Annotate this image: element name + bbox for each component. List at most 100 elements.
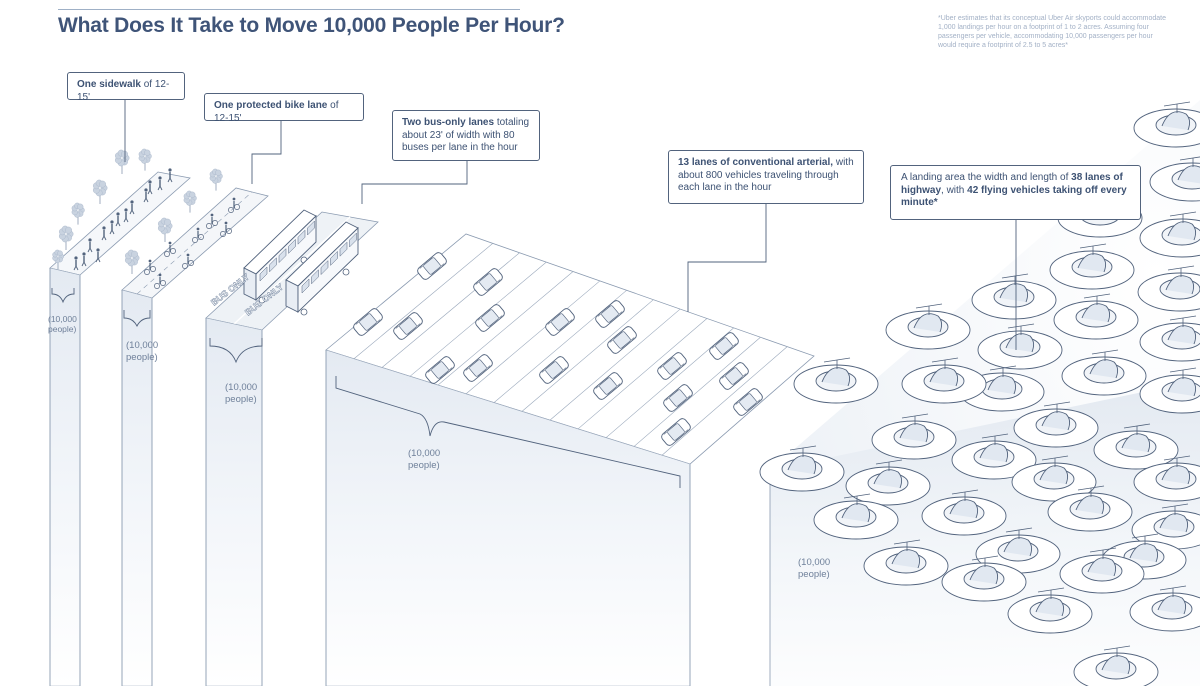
pedestrian-icon — [95, 248, 101, 263]
flying-vehicle-icon — [943, 489, 985, 524]
flying-vehicle-icon — [1153, 503, 1195, 538]
landing-pad-icon — [885, 303, 971, 350]
landing-pad-icon — [1013, 401, 1099, 448]
flying-vehicle-icon — [1161, 211, 1200, 246]
callout-air-pre: A landing area the width and length of — [901, 172, 1072, 183]
caption-arterial: (10,000 people) — [408, 448, 440, 472]
car-icon — [463, 354, 493, 382]
car-icon — [607, 326, 637, 354]
landing-pad-icon — [793, 357, 879, 404]
sidewalk-slab — [49, 171, 191, 687]
landing-pad-icon — [1011, 455, 1097, 502]
callout-bus: Two bus-only lanes totaling about 23' of… — [392, 110, 540, 161]
landing-pad-icon — [871, 413, 957, 460]
flying-vehicle-icon — [815, 357, 857, 392]
bus-icon — [285, 221, 359, 316]
car-icon — [661, 418, 691, 446]
landing-pad-icon — [813, 493, 899, 540]
landing-pad-icon — [1061, 349, 1147, 396]
footnote: *Uber estimates that its conceptual Uber… — [938, 15, 1166, 49]
car-icon — [539, 356, 569, 384]
callout-bus-rest: totaling about 23' of width with 80 buse… — [402, 117, 530, 153]
flying-vehicle-icon — [973, 433, 1015, 468]
landing-pad-icon — [1137, 265, 1200, 312]
caption-air-line1: (10,000 — [798, 557, 831, 568]
bike-lane-slab — [121, 187, 269, 687]
landing-pad-icon — [971, 273, 1057, 320]
landing-pad-icon — [1139, 367, 1200, 414]
landing-pad-icon — [1053, 293, 1139, 340]
flying-vehicle-icon — [1029, 587, 1071, 622]
landing-pad-icon — [845, 459, 931, 506]
car-icon — [353, 308, 383, 336]
flying-vehicle-icon — [1083, 349, 1125, 384]
car-icon — [719, 362, 749, 390]
pedestrian-icon — [87, 238, 93, 253]
landing-pad-icon — [759, 445, 845, 492]
cyclist-icon — [154, 273, 166, 289]
flying-vehicle-icon — [781, 445, 823, 480]
callout-air-mid: , with — [941, 184, 968, 196]
landing-pad-icon — [921, 489, 1007, 536]
caption-sidewalk: (10,000 people) — [48, 314, 77, 334]
car-icon — [709, 332, 739, 360]
caption-arterial-line2: people) — [408, 460, 440, 471]
caption-bike-line1: (10,000 — [126, 340, 159, 351]
landing-pad-icon — [1047, 485, 1133, 532]
car-icon — [417, 252, 447, 280]
cars — [353, 252, 763, 446]
landing-pad-icon — [941, 555, 1027, 602]
tree-icon — [71, 202, 85, 225]
pedestrian-icon — [147, 180, 153, 195]
car-icon — [663, 384, 693, 412]
pedestrian-icon — [143, 188, 149, 203]
tree-icon — [209, 168, 223, 191]
car-icon — [593, 372, 623, 400]
pedestrian-icon — [167, 168, 173, 183]
cyclist-icon — [228, 197, 240, 213]
flying-vehicle-icon — [1033, 455, 1075, 490]
flying-vehicle-icon — [923, 357, 965, 392]
landing-pad-icon — [901, 357, 987, 404]
car-icon — [657, 352, 687, 380]
tree-icon — [58, 225, 74, 250]
tree-icon — [52, 249, 64, 270]
pedestrian-icon — [81, 252, 87, 267]
callout-arterial-bold: 13 lanes of conventional arterial, — [678, 157, 834, 168]
flying-vehicle-icon — [1035, 401, 1077, 436]
flying-vehicle-icon — [1155, 455, 1197, 490]
callout-sidewalk: One sidewalk of 12-15' — [67, 72, 185, 103]
title-rule — [58, 9, 520, 10]
landing-pad-icon — [1073, 645, 1159, 691]
landing-pad-icon — [1093, 423, 1179, 470]
cyclist-icon — [192, 227, 204, 243]
landing-pad-icon — [1149, 156, 1200, 202]
caption-sidewalk-line1: (10,000 — [48, 314, 77, 324]
pedestrian-icon — [73, 256, 79, 271]
flying-vehicle-icon — [1095, 645, 1137, 680]
pedestrian-icon — [109, 220, 115, 235]
caption-bike: (10,000 people) — [126, 340, 158, 364]
page-title: What Does It Take to Move 10,000 People … — [58, 14, 565, 37]
callout-bike-rest: of 12-15' — [214, 100, 339, 124]
landing-pad-icon — [1139, 211, 1200, 258]
landing-pad-icon — [1007, 587, 1093, 634]
flying-vehicle-icon — [1071, 243, 1113, 278]
tree-icon — [157, 217, 173, 242]
callout-air-bold2: 42 flying vehicles taking off every minu… — [901, 184, 1127, 209]
pedestrian-icon — [115, 212, 121, 227]
sidewalk-trees — [52, 148, 152, 270]
car-icon — [595, 300, 625, 328]
flying-vehicle-icon — [1171, 156, 1200, 190]
car-icon — [545, 308, 575, 336]
cyclist-icon — [164, 241, 176, 257]
landing-pad-icon — [1139, 315, 1200, 362]
flying-vehicle-icon — [885, 539, 927, 574]
flying-vehicle-icon — [1161, 315, 1200, 350]
landing-pad-icon — [1049, 243, 1135, 290]
callout-sidewalk-rest: of 12-15' — [77, 79, 170, 103]
landing-pads — [759, 101, 1200, 691]
callout-bike-bold: One protected bike lane — [214, 100, 328, 111]
